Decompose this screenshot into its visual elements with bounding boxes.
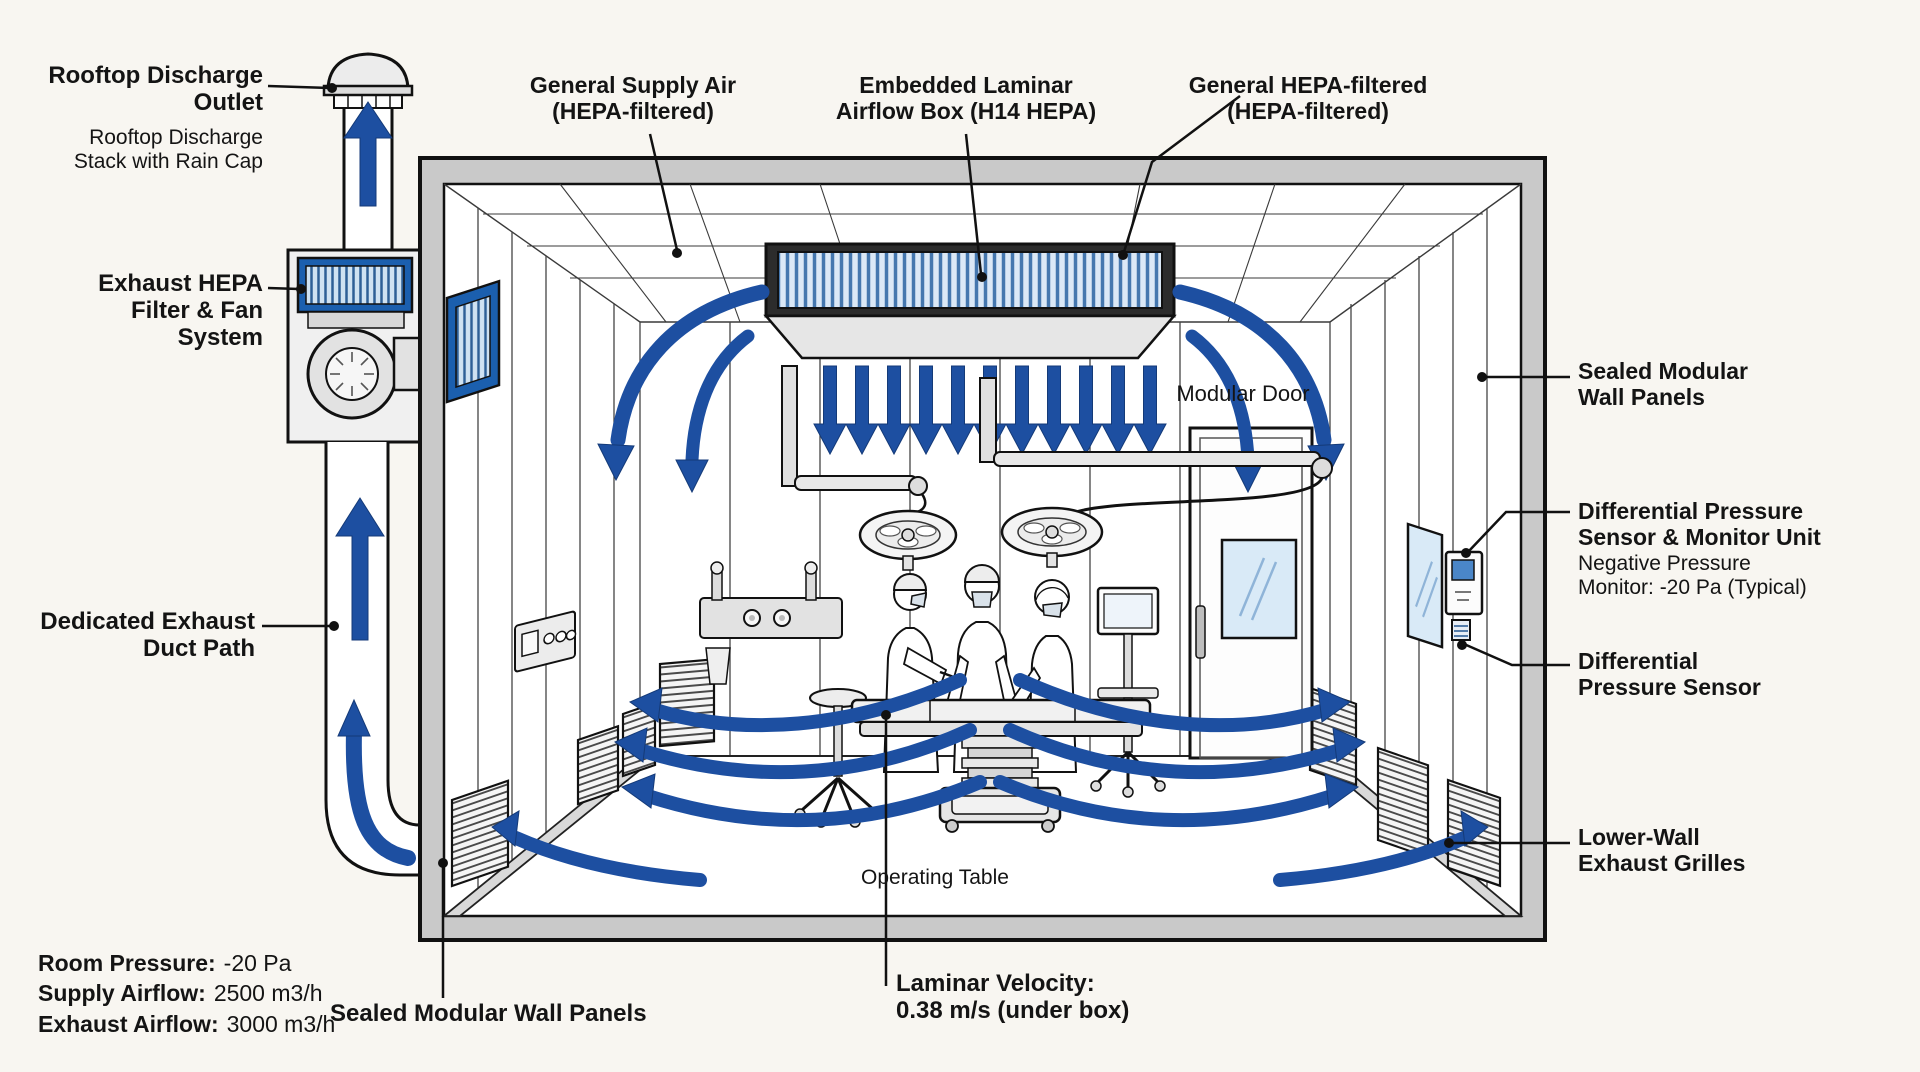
label-negative-pressure-monitor: Negative Pressure Monitor: -20 Pa (Typic… xyxy=(1578,552,1807,599)
stat-exhaust-airflow-value: 3000 m3/h xyxy=(226,1010,336,1037)
centrifugal-fan-icon xyxy=(306,328,422,420)
stat-supply-airflow-label: Supply Airflow: xyxy=(38,980,206,1007)
rain-cap-icon xyxy=(322,52,414,97)
equipment-rail xyxy=(699,561,843,685)
room-airflow-stats: Room Pressure: -20 Pa Supply Airflow: 2500… xyxy=(38,948,335,1039)
surgical-light xyxy=(781,365,958,571)
floor-return-arrowheads xyxy=(491,687,1489,847)
exhaust-hepa-filter-icon xyxy=(296,256,414,314)
label-dedicated-exhaust-duct: Dedicated Exhaust Duct Path xyxy=(40,608,255,663)
leader-lines xyxy=(262,84,1570,998)
stack-up-arrow xyxy=(343,101,393,207)
label-sealed-modular-wall-bottom: Sealed Modular Wall Panels xyxy=(330,1000,647,1027)
wall-hepa-unit xyxy=(445,279,501,404)
label-embedded-laminar-box: Embedded Laminar Airflow Box (H14 HEPA) xyxy=(835,72,1097,124)
duct-bend-arrow xyxy=(337,698,416,866)
floor-return-arrows xyxy=(509,673,1471,887)
surgical-light xyxy=(979,377,1333,568)
stat-exhaust-airflow: Exhaust Airflow: 3000 m3/h xyxy=(38,1009,335,1039)
label-sealed-modular-wall-right: Sealed Modular Wall Panels xyxy=(1578,358,1748,410)
duct-up-arrow xyxy=(335,497,385,641)
pressure-sensor xyxy=(1451,619,1471,641)
door-handle xyxy=(1195,605,1206,659)
leader-dots xyxy=(296,83,1487,868)
stat-room-pressure: Room Pressure: -20 Pa xyxy=(38,948,335,978)
exhaust-fan-unit xyxy=(286,248,424,444)
label-operating-table: Operating Table xyxy=(861,866,1009,889)
door-window xyxy=(1220,538,1298,640)
stat-supply-airflow: Supply Airflow: 2500 m3/h xyxy=(38,978,335,1008)
label-rooftop-stack-sub: Rooftop Discharge Stack with Rain Cap xyxy=(73,126,263,173)
label-dps-monitor-unit: Differential Pressure Sensor & Monitor U… xyxy=(1578,498,1821,550)
label-general-supply-air: General Supply Air (HEPA-filtered) xyxy=(529,72,737,124)
curved-supply-arrows xyxy=(610,284,1332,467)
label-modular-door: Modular Door xyxy=(1176,381,1310,406)
stat-room-pressure-value: -20 Pa xyxy=(223,950,292,976)
wall-window xyxy=(1406,522,1444,649)
label-exhaust-hepa-fan: Exhaust HEPA Filter & Fan System xyxy=(98,270,263,352)
label-differential-pressure-sensor: Differential Pressure Sensor xyxy=(1578,648,1761,700)
stat-room-pressure-label: Room Pressure: xyxy=(38,950,216,976)
wall-control-panel xyxy=(514,610,577,673)
pressure-monitor-unit xyxy=(1444,550,1484,616)
back-wall xyxy=(639,322,1331,757)
label-lower-wall-exhaust-grilles: Lower-Wall Exhaust Grilles xyxy=(1578,824,1746,876)
laminar-airflow-box xyxy=(763,242,1177,360)
dedicated-exhaust-duct xyxy=(324,442,421,877)
label-general-hepa-filtered: General HEPA-filtered (HEPA-filtered) xyxy=(1188,72,1428,124)
stat-supply-airflow-value: 2500 m3/h xyxy=(213,980,323,1007)
rooftop-discharge-stack xyxy=(322,52,414,256)
label-laminar-velocity: Laminar Velocity: 0.38 m/s (under box) xyxy=(896,970,1130,1025)
laminar-diffuser xyxy=(763,314,1177,360)
label-rooftop-discharge-outlet: Rooftop Discharge Outlet xyxy=(48,62,263,117)
stat-exhaust-airflow-label: Exhaust Airflow: xyxy=(38,1010,219,1037)
